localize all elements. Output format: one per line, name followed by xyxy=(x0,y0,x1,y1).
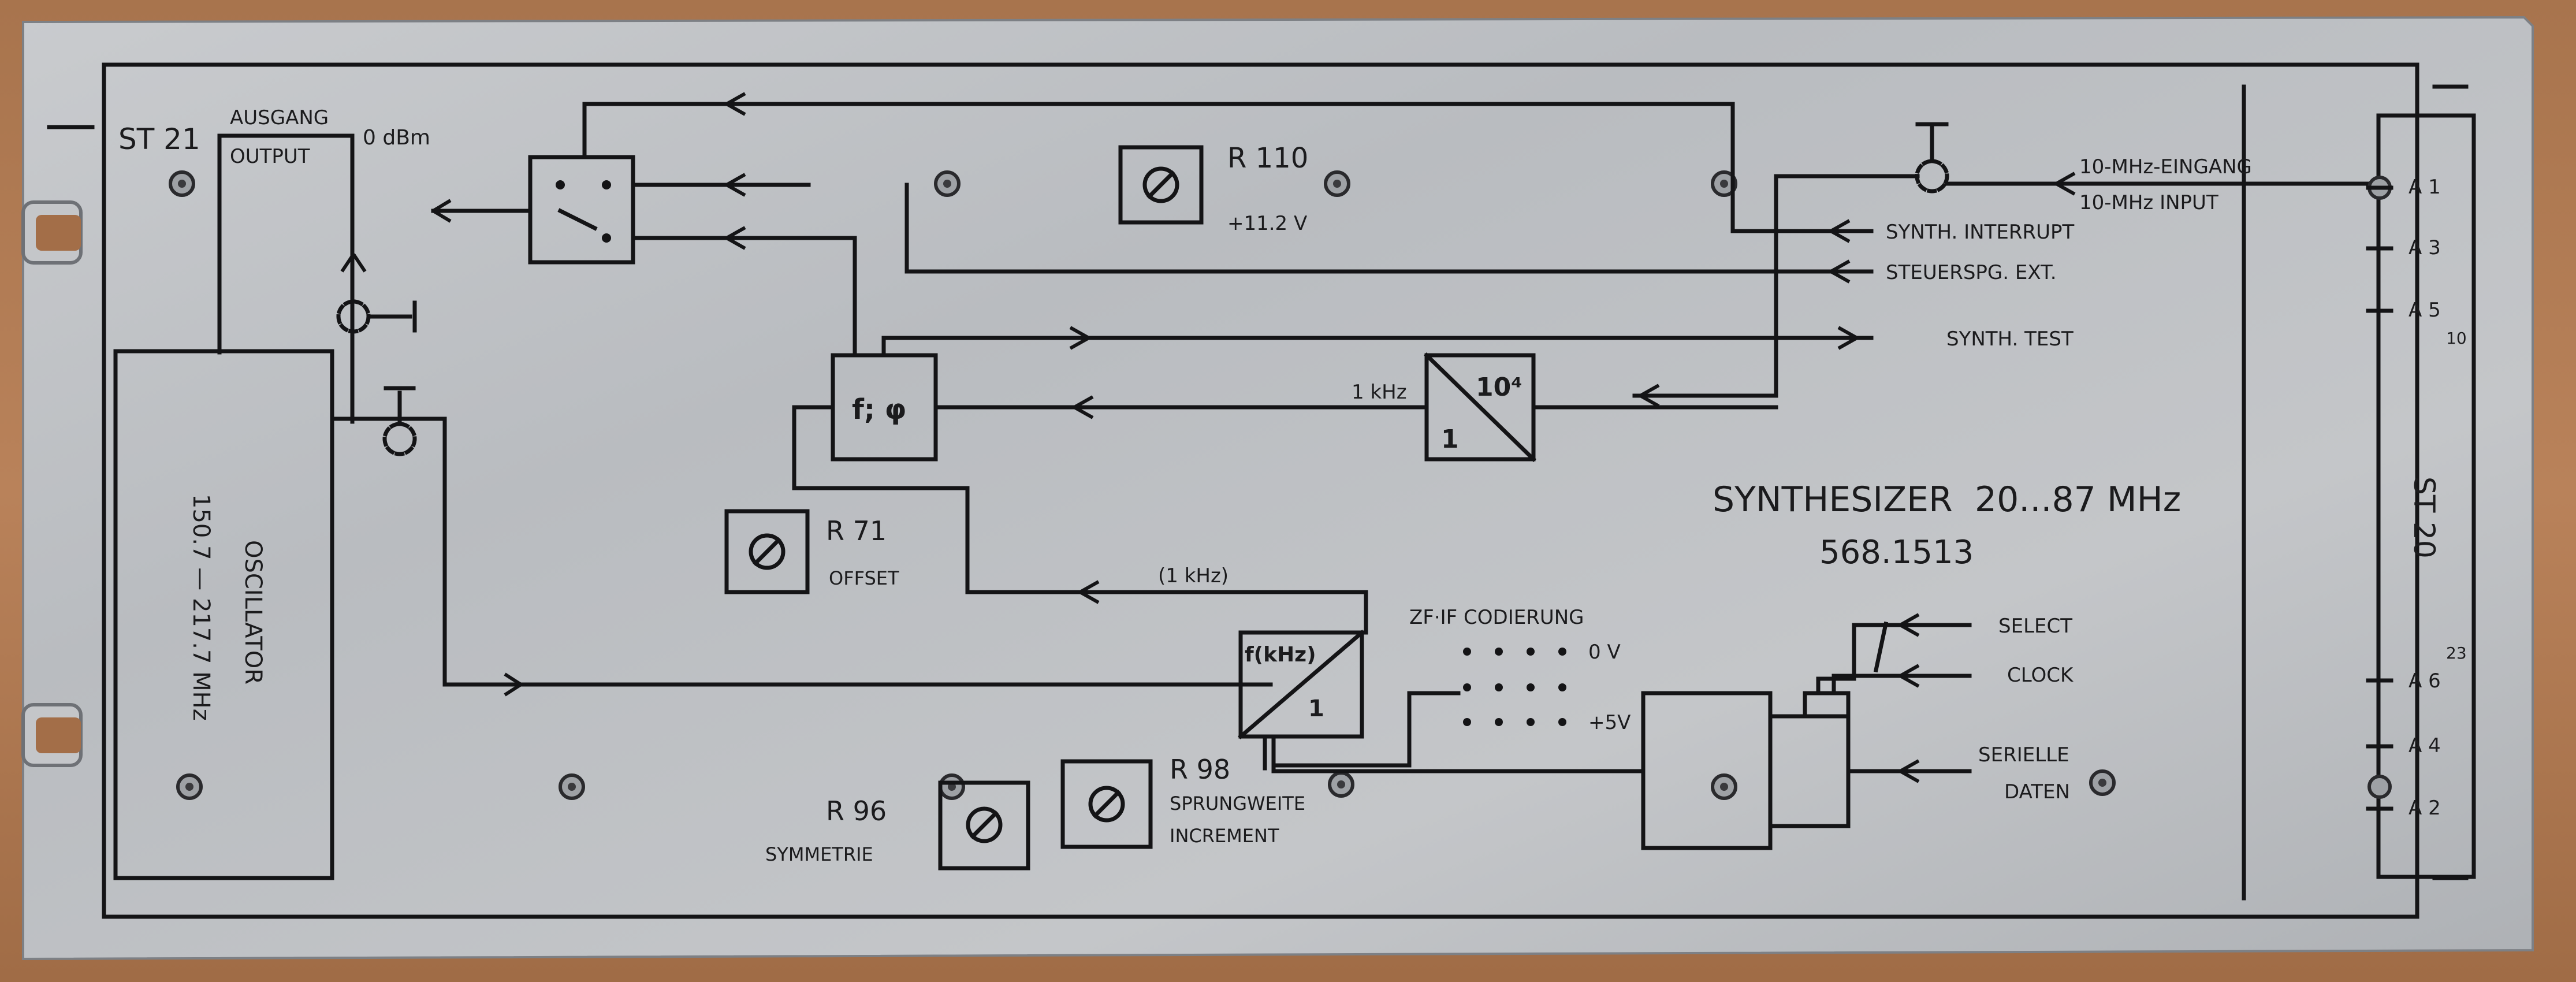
pin-number-10: 10 xyxy=(2446,329,2467,348)
screw xyxy=(939,773,965,800)
synth-interrupt-label: SYNTH. INTERRUPT xyxy=(1886,221,2074,244)
coax-symbol-output xyxy=(336,253,417,334)
increment-label: INCREMENT xyxy=(1170,825,1279,847)
clock-label: CLOCK xyxy=(2007,664,2074,687)
voltage-label: +11.2 V xyxy=(1227,212,1307,235)
screw xyxy=(1328,771,1354,798)
select-label: SELECT xyxy=(1998,615,2072,638)
connector-st21-label: ST 21 xyxy=(118,122,200,156)
output-label-de: AUSGANG xyxy=(230,106,329,129)
pin-number-23: 23 xyxy=(2446,643,2467,663)
prog-divider-bottom-label: 1 xyxy=(1308,695,1324,722)
ext-input-label-en: 10-MHz INPUT xyxy=(2079,191,2218,214)
coding-dot-grid xyxy=(1463,648,1566,726)
divider-top-label: 10⁴ xyxy=(1476,373,1522,402)
synth-test-label: SYNTH. TEST xyxy=(1946,328,2074,351)
pot-r110[interactable] xyxy=(1118,145,1204,225)
pot-r98[interactable] xyxy=(1060,759,1153,849)
daten-label: DATEN xyxy=(2004,780,2070,804)
freq-1khz-label: 1 kHz xyxy=(1352,381,1407,404)
coax-symbol xyxy=(382,386,417,456)
zero-v-label: 0 V xyxy=(1588,641,1621,664)
prog-divider-top-label: f(kHz) xyxy=(1245,643,1316,667)
freq-1khz-paren-label: (1 kHz) xyxy=(1158,564,1229,587)
screw xyxy=(1711,170,1737,197)
pin-label: A 3 xyxy=(2409,236,2441,259)
screw xyxy=(559,773,585,800)
connector-st20-label: ST 20 xyxy=(2407,477,2441,559)
pin-label: A 2 xyxy=(2409,797,2441,820)
pot-r71[interactable] xyxy=(724,509,810,594)
screw xyxy=(176,773,203,800)
pot-r98-label: R 98 xyxy=(1170,754,1230,785)
screw xyxy=(2089,769,2116,796)
output-level-label: 0 dBm xyxy=(363,126,430,150)
pot-r96-label: R 96 xyxy=(826,795,887,827)
screw xyxy=(169,170,195,197)
pot-r110-label: R 110 xyxy=(1227,142,1308,174)
pin-label: A 1 xyxy=(2409,176,2441,199)
steuerspg-label: STEUERSPG. EXT. xyxy=(1886,261,2057,284)
metal-plate xyxy=(22,16,2534,961)
screw xyxy=(1324,170,1350,197)
part-number: 568.1513 xyxy=(1819,534,1974,571)
oscillator-block xyxy=(113,349,334,880)
output-label-en: OUTPUT xyxy=(230,145,310,168)
zf-codierung-label: ZF·IF CODIERUNG xyxy=(1409,606,1584,629)
phase-detector-label: f; φ xyxy=(852,393,906,426)
connector-st20 xyxy=(2376,113,2476,879)
divider-bottom-label: 1 xyxy=(1441,425,1459,454)
panel-border xyxy=(102,62,2419,919)
pin-label: A 6 xyxy=(2409,669,2441,693)
screw xyxy=(934,170,961,197)
serial-interface-block xyxy=(1641,691,1851,850)
symmetrie-label: SYMMETRIE xyxy=(765,843,873,865)
plus-5v-label: +5V xyxy=(1588,711,1631,734)
oscillator-range: 150.7 — 217.7 MHz xyxy=(188,494,214,721)
screw xyxy=(1711,773,1737,800)
pin-label: A 4 xyxy=(2409,734,2441,757)
ext-input-label-de: 10-MHz-EINGANG xyxy=(2079,155,2252,178)
pot-r71-label: R 71 xyxy=(826,515,887,546)
serielle-label: SERIELLE xyxy=(1978,743,2069,767)
sprungweite-label: SPRUNGWEITE xyxy=(1170,793,1305,814)
oscillator-name: OSCILLATOR xyxy=(240,540,266,685)
module-title: SYNTHESIZER 20...87 MHz xyxy=(1713,479,2181,520)
pin-label: A 5 xyxy=(2409,299,2441,322)
offset-label: OFFSET xyxy=(829,567,899,589)
pin-a2 xyxy=(2367,775,2392,799)
pot-r96[interactable] xyxy=(938,780,1030,871)
